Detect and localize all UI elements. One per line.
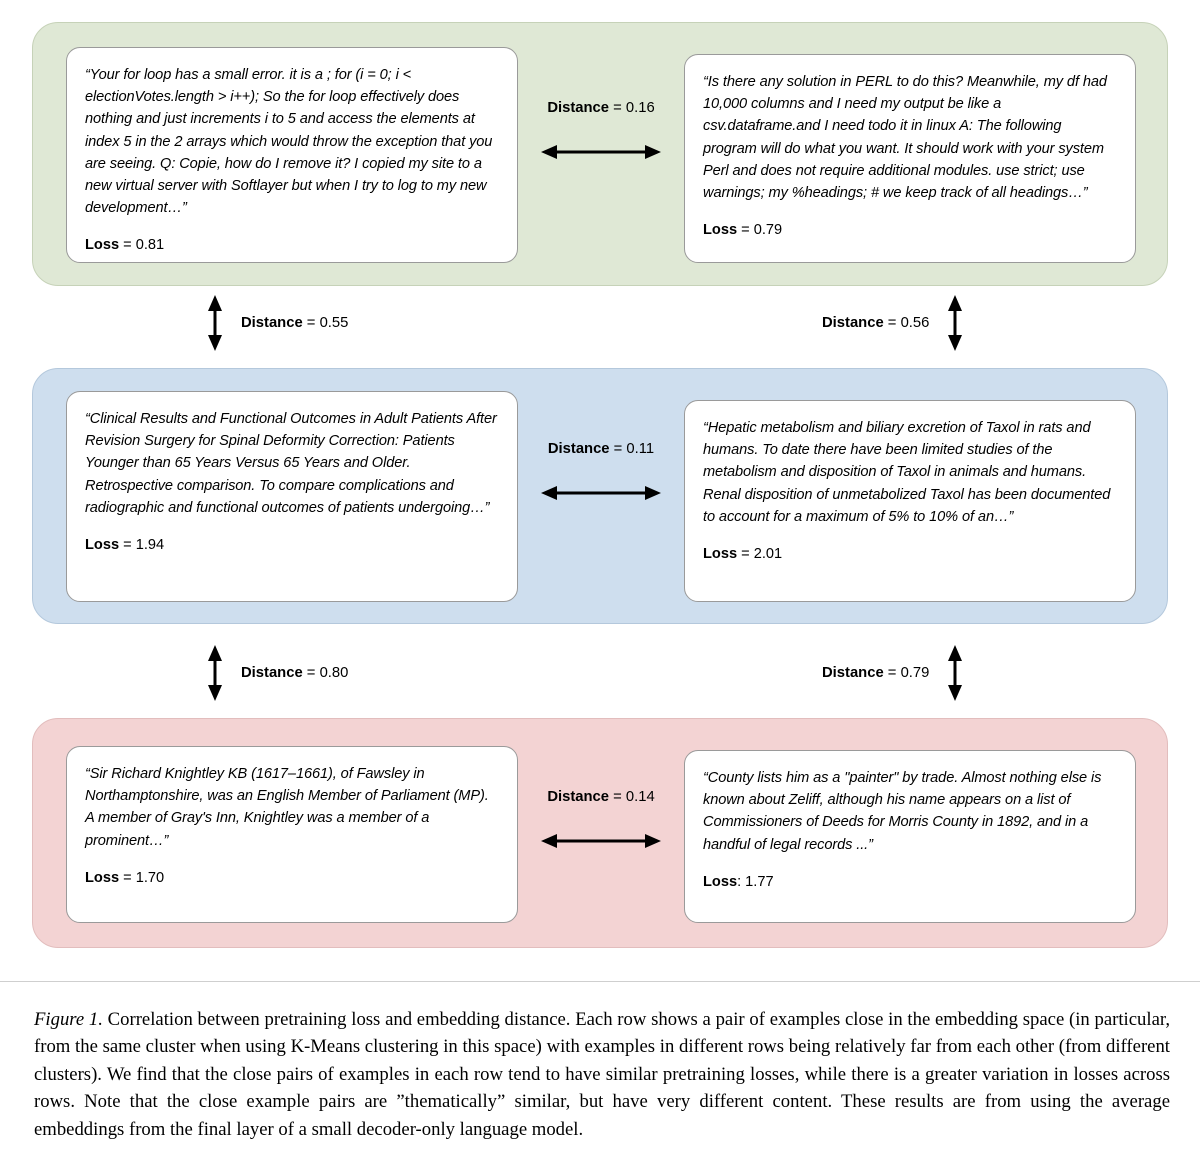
example-text: “Your for loop has a small error. it is …	[85, 67, 493, 217]
distance-value: 0.16	[625, 100, 655, 116]
distance-value: 0.14	[625, 789, 655, 805]
distance-separator: =	[609, 441, 627, 457]
double-headed-vertical-arrow-icon	[208, 645, 222, 701]
distance-value: 0.55	[319, 315, 349, 331]
example-card: “Sir Richard Knightley KB (1617–1661), o…	[66, 746, 518, 923]
loss-value: 1.70	[135, 869, 165, 886]
distance-label: Distance = 0.55	[241, 315, 348, 331]
loss-separator: =	[737, 222, 754, 239]
double-headed-vertical-arrow-icon	[948, 645, 963, 701]
distance-value: 0.11	[626, 441, 655, 457]
example-text: “County lists him as a "painter" by trad…	[703, 770, 1102, 853]
loss-separator: :	[737, 873, 746, 890]
distance-key-label: Distance	[822, 665, 884, 681]
distance-key-label: Distance	[547, 441, 610, 457]
intra-cluster-distance-blue: Distance = 0.11	[518, 441, 684, 503]
example-loss: Loss = 1.94	[85, 537, 499, 553]
distance-label: Distance = 0.80	[241, 665, 348, 681]
distance-key-label: Distance	[241, 665, 303, 681]
distance-key-label: Distance	[547, 100, 609, 116]
intra-cluster-distance-pink: Distance = 0.14	[518, 789, 684, 851]
distance-key-label: Distance	[241, 315, 303, 331]
figure-caption-text: Correlation between pretraining loss and…	[34, 1009, 1171, 1140]
example-text: “Hepatic metabolism and biliary excretio…	[703, 420, 1111, 525]
intra-cluster-distance-green: Distance = 0.16	[518, 100, 684, 162]
loss-key-label: Loss	[703, 222, 738, 239]
double-headed-horizontal-arrow-icon	[541, 145, 661, 159]
example-text: “Sir Richard Knightley KB (1617–1661), o…	[85, 766, 489, 849]
distance-value: 0.79	[900, 665, 930, 681]
example-card: “County lists him as a "painter" by trad…	[684, 750, 1136, 923]
distance-separator: =	[609, 100, 626, 116]
loss-separator: =	[737, 545, 754, 562]
double-headed-vertical-arrow-icon	[948, 295, 963, 351]
example-card: “Your for loop has a small error. it is …	[66, 47, 518, 263]
loss-separator: =	[119, 237, 136, 254]
figure-caption: Figure 1. Correlation between pretrainin…	[34, 1006, 1170, 1143]
loss-value: 0.81	[135, 237, 165, 254]
example-card: “Is there any solution in PERL to do thi…	[684, 54, 1136, 263]
distance-key-label: Distance	[822, 315, 884, 331]
distance-separator: =	[883, 665, 901, 681]
loss-separator: =	[119, 869, 136, 886]
example-loss: Loss = 0.81	[85, 237, 499, 253]
distance-separator: =	[883, 315, 901, 331]
inter-cluster-distance-bottom-left: Distance = 0.80	[205, 645, 348, 701]
example-loss: Loss = 2.01	[703, 546, 1117, 562]
distance-label: Distance = 0.79	[822, 665, 929, 681]
inter-cluster-distance-top-right: Distance = 0.56	[822, 295, 965, 351]
loss-key-label: Loss	[85, 869, 120, 886]
example-text: “Clinical Results and Functional Outcome…	[85, 411, 497, 516]
distance-key-label: Distance	[547, 789, 609, 805]
distance-value: 0.80	[319, 665, 349, 681]
inter-cluster-distance-top-left: Distance = 0.55	[205, 295, 348, 351]
double-headed-vertical-arrow-icon	[208, 295, 222, 351]
double-headed-horizontal-arrow-icon	[541, 834, 661, 848]
loss-key-label: Loss	[85, 237, 120, 254]
loss-value: 1.94	[135, 536, 165, 553]
loss-value: 1.77	[745, 873, 774, 890]
loss-key-label: Loss	[703, 545, 738, 562]
distance-label: Distance = 0.14	[518, 789, 684, 805]
loss-separator: =	[119, 536, 136, 553]
example-card: “Clinical Results and Functional Outcome…	[66, 391, 518, 602]
caption-divider	[0, 981, 1200, 982]
distance-label: Distance = 0.11	[518, 441, 684, 457]
figure-number-label: Figure 1.	[34, 1009, 103, 1030]
distance-separator: =	[302, 665, 320, 681]
double-headed-horizontal-arrow-icon	[541, 486, 661, 500]
example-loss: Loss: 1.77	[703, 874, 1117, 890]
distance-separator: =	[609, 789, 626, 805]
inter-cluster-distance-bottom-right: Distance = 0.79	[822, 645, 965, 701]
loss-key-label: Loss	[703, 873, 738, 890]
example-card: “Hepatic metabolism and biliary excretio…	[684, 400, 1136, 602]
distance-label: Distance = 0.56	[822, 315, 929, 331]
example-text: “Is there any solution in PERL to do thi…	[703, 74, 1107, 201]
distance-value: 0.56	[900, 315, 930, 331]
loss-key-label: Loss	[85, 536, 120, 553]
distance-label: Distance = 0.16	[518, 100, 684, 116]
loss-value: 0.79	[753, 222, 783, 239]
example-loss: Loss = 1.70	[85, 870, 499, 886]
distance-separator: =	[302, 315, 320, 331]
loss-value: 2.01	[753, 545, 783, 562]
example-loss: Loss = 0.79	[703, 222, 1117, 238]
